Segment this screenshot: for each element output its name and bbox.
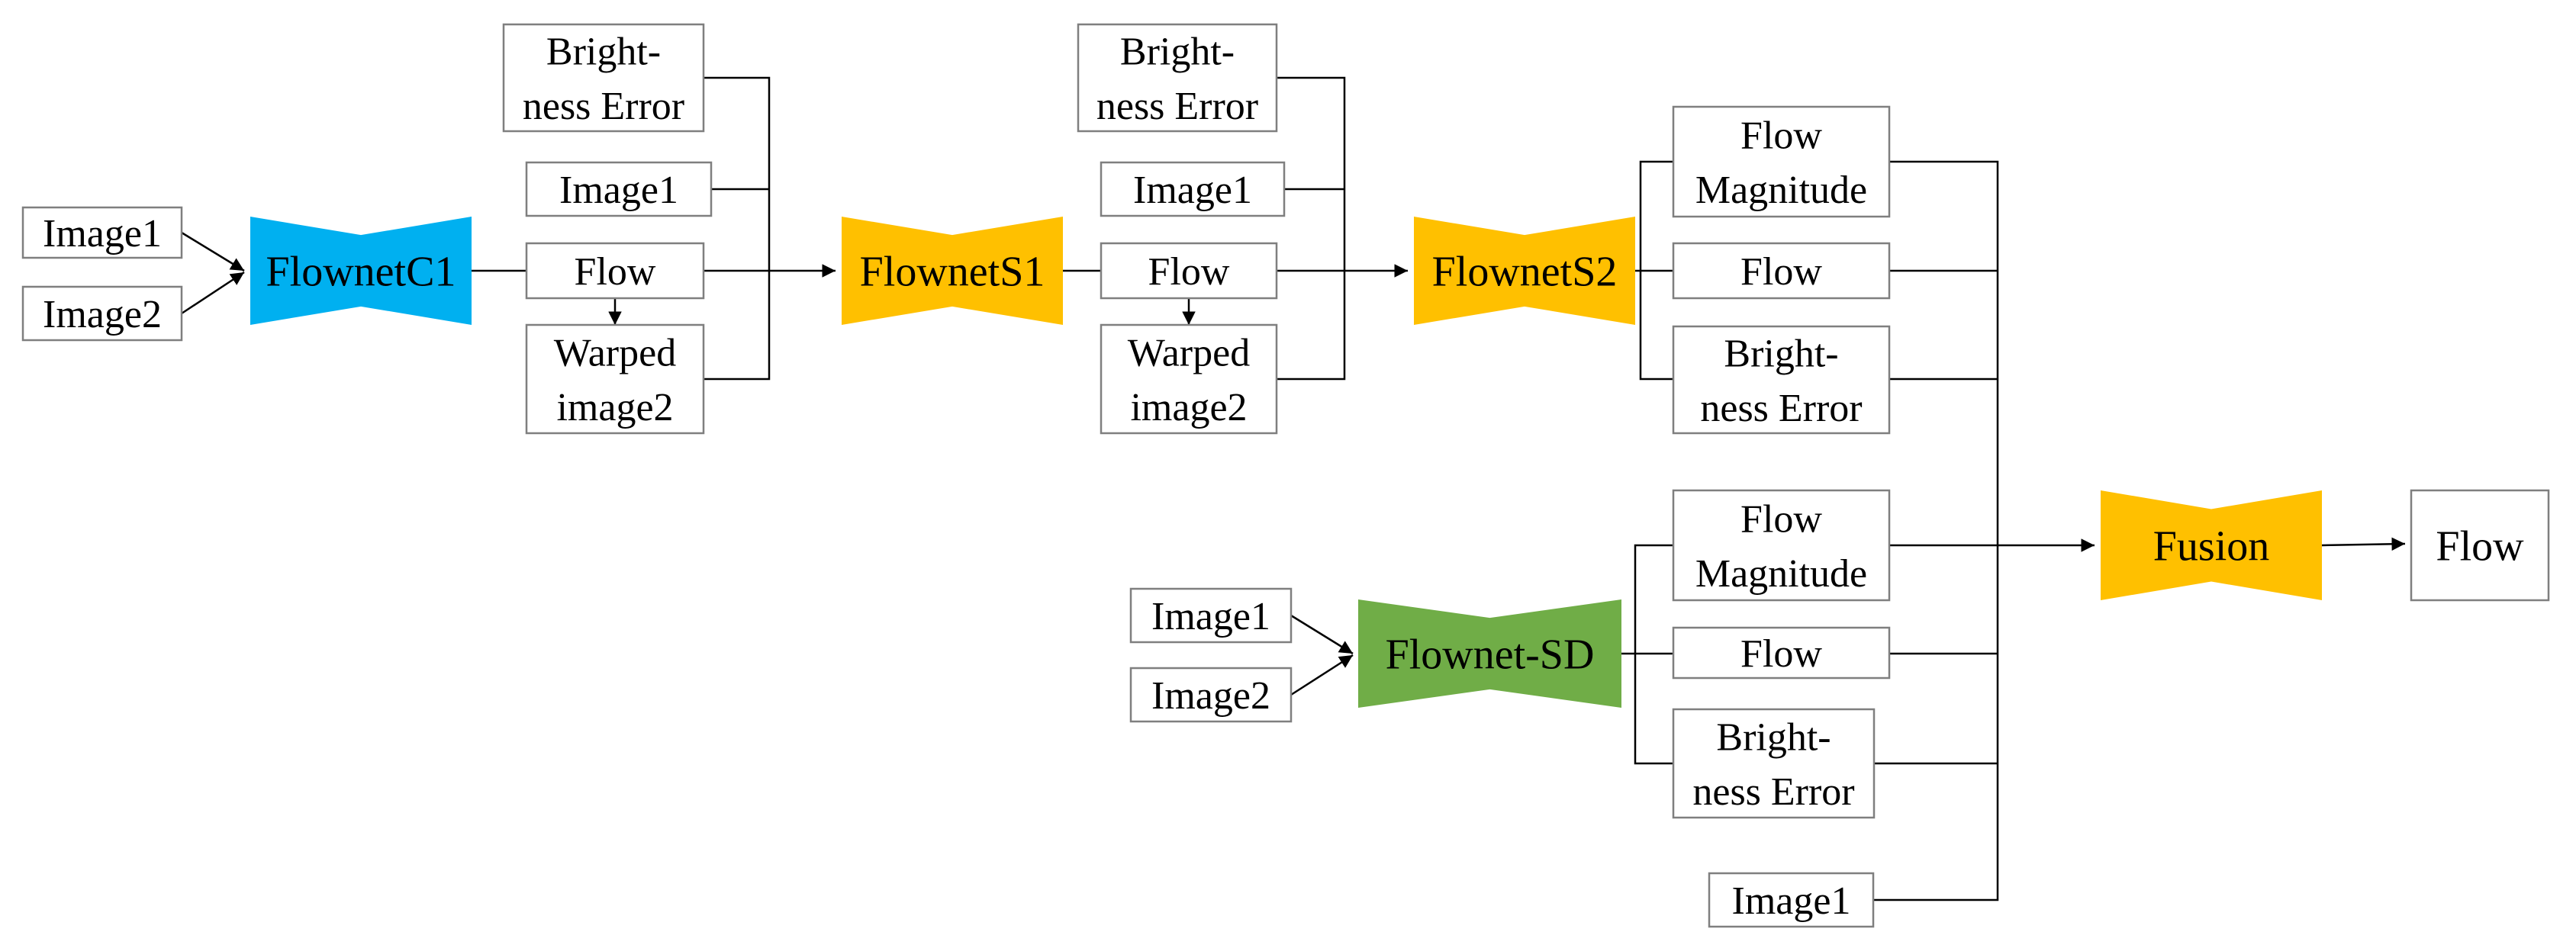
flownet-s2-shape xyxy=(1414,217,1635,325)
box-label: Bright- xyxy=(546,30,661,73)
box-label: ness Error xyxy=(1692,770,1854,814)
box-label: Flow xyxy=(1148,250,1230,294)
box-label: Magnitude xyxy=(1695,169,1867,212)
s2-out-flow-box: Flow xyxy=(1672,242,1891,300)
c1-out-flow-box: Flow xyxy=(525,242,705,300)
c1-out-warped-box: Warped image2 xyxy=(525,323,705,435)
box-frame xyxy=(1100,323,1278,435)
box-frame xyxy=(1672,708,1876,819)
flownet-c1-shape xyxy=(250,217,472,325)
flownet-s1-shape xyxy=(842,217,1063,325)
box-label: Flow xyxy=(1740,632,1822,676)
flownet-c1-label: FlownetC1 xyxy=(266,249,456,296)
box-label: image2 xyxy=(556,386,673,429)
s1-out-flow-box: Flow xyxy=(1100,242,1278,300)
box-frame xyxy=(1708,872,1875,928)
sd-out-brightness-box: Bright-ness Error xyxy=(1672,708,1876,819)
connector-line xyxy=(1290,654,1354,696)
box-label: Image1 xyxy=(1732,879,1851,923)
s1-out-warped-box: Warped image2 xyxy=(1100,323,1278,435)
box-frame xyxy=(525,323,705,435)
connector-line xyxy=(1873,160,1999,901)
flownet-s2-block: FlownetS2 xyxy=(1414,217,1635,325)
s2-out-brightness-box: Bright-ness Error xyxy=(1672,325,1891,435)
box-frame xyxy=(502,23,705,133)
box-label: Bright- xyxy=(1724,332,1838,375)
box-label: Magnitude xyxy=(1695,552,1867,596)
box-label: ness Error xyxy=(523,85,684,128)
connector-line xyxy=(1290,614,1354,655)
flownet-s2-label: FlownetS2 xyxy=(1432,249,1618,296)
box-label: Warped xyxy=(554,331,676,374)
fusion-in-image1-box: Image1 xyxy=(1708,872,1875,928)
connectors xyxy=(181,76,2406,901)
c1-in-image1-box: Image1 xyxy=(21,206,183,259)
c1-in-image2-box: Image2 xyxy=(21,285,183,342)
box-label: ness Error xyxy=(1096,85,1258,128)
flownet-sd-block: Flownet-SD xyxy=(1358,599,1621,708)
box-frame xyxy=(525,242,705,300)
box-label: Image2 xyxy=(1151,674,1270,718)
box-label: Flow xyxy=(2436,523,2524,570)
box-frame xyxy=(1129,667,1293,723)
flownet-s1-block: FlownetS1 xyxy=(842,217,1063,325)
box-label: Bright- xyxy=(1120,30,1235,73)
box-frame xyxy=(1100,242,1278,300)
box-label: Flow xyxy=(1740,114,1822,157)
box-label: ness Error xyxy=(1700,387,1862,430)
c1-out-brightness-box: Bright-ness Error xyxy=(502,23,705,133)
s1-out-brightness-box: Bright-ness Error xyxy=(1077,23,1278,133)
box-frame xyxy=(21,285,183,342)
box-frame xyxy=(1672,626,1891,680)
connector-line xyxy=(1277,76,1346,381)
fusion-shape xyxy=(2101,490,2322,600)
connector-line xyxy=(181,271,245,315)
flownet-c1-block: FlownetC1 xyxy=(250,217,472,325)
s1-out-image1-box: Image1 xyxy=(1100,161,1286,217)
final-flow-box: Flow xyxy=(2410,489,2550,602)
box-label: image2 xyxy=(1130,386,1247,429)
box-frame xyxy=(1129,587,1293,644)
connector-line xyxy=(181,231,245,272)
sd-in-image2-box: Image2 xyxy=(1129,667,1293,723)
box-frame xyxy=(1672,325,1891,435)
box-frame xyxy=(21,206,183,259)
box-label: Flow xyxy=(1740,497,1822,541)
box-frame xyxy=(1672,105,1891,218)
box-frame xyxy=(525,161,713,217)
flownet-s1-label: FlownetS1 xyxy=(860,249,1045,296)
box-frame xyxy=(2410,489,2550,602)
box-label: Image1 xyxy=(559,169,678,212)
flownet-sd-label: Flownet-SD xyxy=(1386,631,1595,679)
box-label: Image1 xyxy=(1133,169,1252,212)
fusion-label: Fusion xyxy=(2153,523,2270,570)
box-label: Flow xyxy=(575,250,656,294)
box-label: Bright- xyxy=(1716,715,1831,759)
box-label: Warped xyxy=(1128,331,1250,374)
sd-in-image1-box: Image1 xyxy=(1129,587,1293,644)
c1-out-image1-box: Image1 xyxy=(525,161,713,217)
box-label: Image2 xyxy=(43,293,162,336)
box-frame xyxy=(1100,161,1286,217)
box-label: Flow xyxy=(1740,250,1822,294)
fusion-block: Fusion xyxy=(2101,490,2322,600)
box-label: Image1 xyxy=(1151,595,1270,638)
box-frame xyxy=(1672,489,1891,602)
connector-line xyxy=(704,76,771,381)
flownet-sd-shape xyxy=(1358,599,1621,708)
box-frame xyxy=(1672,242,1891,300)
sd-out-flow-box: Flow xyxy=(1672,626,1891,680)
box-label: Image1 xyxy=(43,212,162,255)
connector-line xyxy=(2321,537,2406,551)
box-frame xyxy=(1077,23,1278,133)
